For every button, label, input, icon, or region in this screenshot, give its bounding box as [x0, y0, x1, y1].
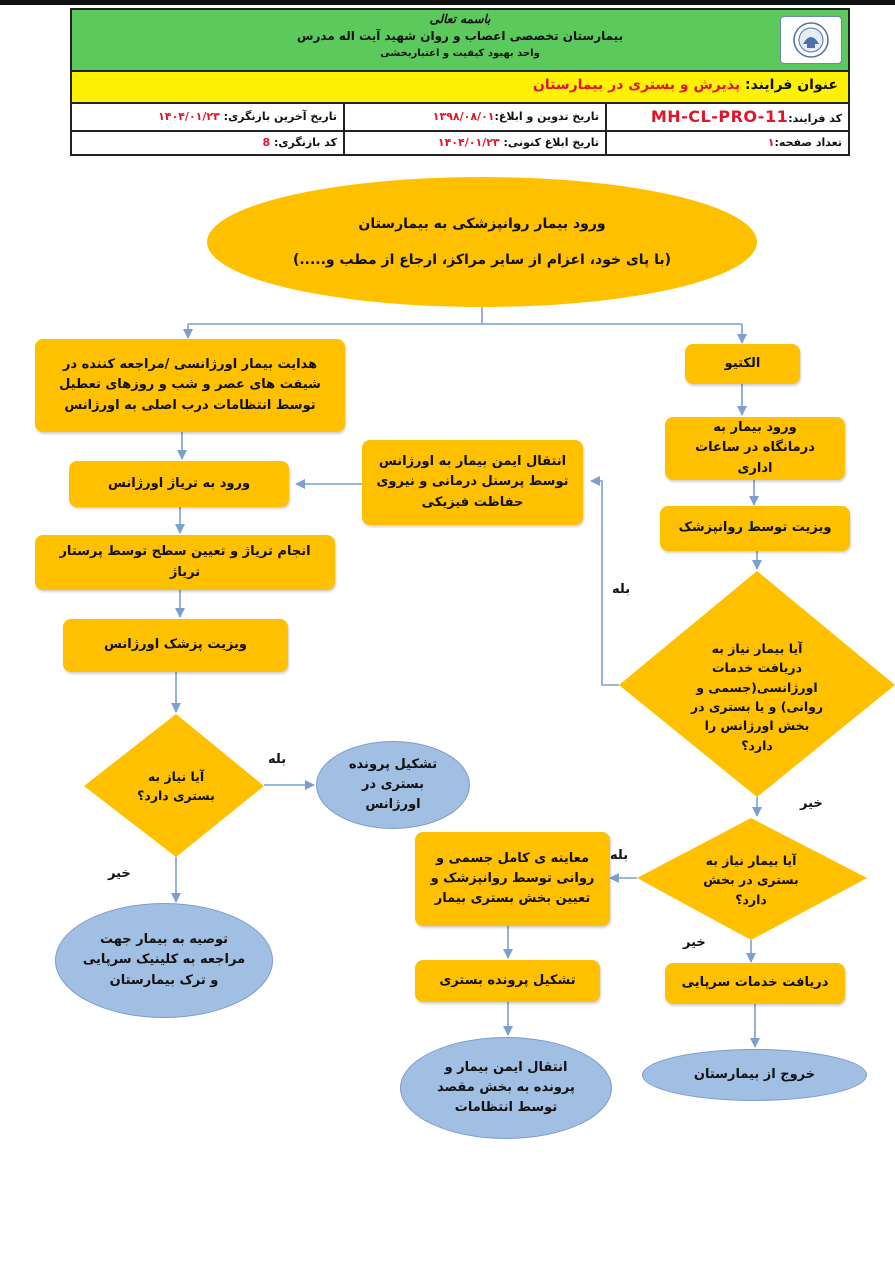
review-code-value: 8 — [262, 136, 271, 149]
page-count-value: ۱ — [767, 136, 775, 149]
page-count-label: تعداد صفحه: — [774, 136, 842, 149]
psych-visit-box: ویزیت توسط روانپزشک — [660, 506, 850, 551]
top-edge-bar — [0, 0, 895, 5]
ward-transfer-node: انتقال ایمن بیمار و پرونده به بخش مقصد ت… — [400, 1037, 612, 1139]
connector-start-split — [188, 306, 742, 325]
decision-admission-shape — [84, 714, 264, 857]
current-notice-cell: تاریخ ابلاغ کنونی: ۱۴۰۴/۰۱/۲۳ — [343, 130, 605, 156]
triage-entry-box: ورود به تریاژ اورژانس — [69, 461, 289, 507]
label-yes-ward: بله — [610, 848, 629, 863]
process-title-value: پذیرش و بستری در بیمارستان — [532, 77, 741, 93]
er-visit-box: ویزیت پزشک اورژانس — [63, 619, 288, 672]
decision-admission-text: آیا نیاز به بستری دارد؟ — [137, 768, 215, 803]
er-file-node: تشکیل پرونده بستری در اورژانس — [316, 741, 470, 829]
label-no-emergency: خیر — [800, 796, 823, 811]
bismillah-text: باسمه تعالی — [429, 12, 491, 26]
label-yes-emergency: بله — [612, 582, 631, 597]
hospital-name: بیمارستان تخصصی اعصاب و روان شهید آیت ال… — [296, 29, 624, 43]
clinic-referral-node: توصیه به بیمار جهت مراجعه به کلینیک سرپا… — [55, 903, 273, 1018]
document-header: باسمه تعالی بیمارستان تخصصی اعصاب و روان… — [70, 8, 850, 156]
process-code-label: کد فرایند: — [788, 112, 842, 125]
ward-file-box: تشکیل پرونده بستری — [415, 960, 600, 1002]
start-line-1: ورود بیمار روانپزشکی به بیمارستان — [358, 215, 606, 232]
review-code-cell: کد بازنگری: 8 — [72, 130, 343, 156]
last-review-label: تاریخ آخرین بازنگری: — [223, 110, 337, 123]
label-yes-admission: بله — [268, 752, 287, 767]
arrow-yes-to-safe-transfer — [590, 476, 619, 686]
header-info-row-1: کد فرایند:MH-CL-PRO-11 تاریخ تدوین و ابل… — [72, 104, 848, 132]
unit-name: واحد بهبود کیفیت و اعتباربخشی — [380, 48, 540, 59]
safe-transfer-er-box: انتقال ایمن بیمار به اورژانس توسط پرسنل … — [362, 440, 583, 525]
last-review-value: ۱۴۰۴/۰۱/۲۳ — [158, 110, 220, 123]
start-node: ورود بیمار روانپزشکی به بیمارستان (با پا… — [207, 177, 757, 307]
compile-date-label: تاریخ تدوین و ابلاغ: — [494, 110, 600, 123]
header-info-row-2: تعداد صفحه:۱ تاریخ ابلاغ کنونی: ۱۴۰۴/۰۱/… — [72, 130, 848, 156]
current-notice-value: ۱۴۰۴/۰۱/۲۳ — [437, 136, 500, 149]
exit-hospital-node: خروج از بیمارستان — [642, 1049, 867, 1101]
label-no-admission: خیر — [108, 866, 131, 881]
decision-ward-shape — [637, 818, 867, 940]
compile-date-cell: تاریخ تدوین و ابلاغ:۱۳۹۸/۰۸/۰۱ — [343, 104, 605, 130]
clinic-entry-box: ورود بیمار به درمانگاه در ساعات اداری — [665, 417, 845, 480]
full-exam-box: معاینه ی کامل جسمی و روانی توسط روانپزشک… — [415, 832, 610, 926]
process-title-label: عنوان فرایند: — [744, 77, 838, 93]
outpatient-services-box: دریافت خدمات سرپایی — [665, 963, 845, 1004]
decision-emergency-text: آیا بیمار نیاز به دریافت خدمات اورژانسی(… — [690, 640, 824, 753]
header-green-row: باسمه تعالی بیمارستان تخصصی اعصاب و روان… — [72, 10, 848, 72]
review-code-label: کد بازنگری: — [273, 136, 337, 149]
page-count-cell: تعداد صفحه:۱ — [605, 130, 848, 156]
triage-level-box: انجام تریاژ و تعیین سطح توسط پرستار تریا… — [35, 535, 335, 590]
compile-date-value: ۱۳۹۸/۰۸/۰۱ — [432, 110, 495, 123]
current-notice-label: تاریخ ابلاغ کنونی: — [503, 136, 599, 149]
process-code-cell: کد فرایند:MH-CL-PRO-11 — [605, 104, 848, 130]
start-line-2: (با پای خود، اعزام از سایر مراکز، ارجاع … — [292, 252, 672, 268]
header-title-row: عنوان فرایند: پذیرش و بستری در بیمارستان — [72, 72, 848, 104]
elective-box: الکتیو — [685, 344, 800, 384]
label-no-ward: خیر — [683, 935, 706, 950]
decision-ward-text: آیا بیمار نیاز به بستری در بخش دارد؟ — [703, 852, 799, 907]
process-title: عنوان فرایند: پذیرش و بستری در بیمارستان — [533, 77, 838, 93]
hospital-logo-icon — [780, 16, 842, 64]
emergency-guide-box: هدایت بیمار اورژانسی /مراجعه کننده در شی… — [35, 339, 345, 432]
process-code-value: MH-CL-PRO-11 — [650, 107, 789, 126]
decision-emergency-shape — [619, 571, 895, 797]
last-review-cell: تاریخ آخرین بازنگری: ۱۴۰۴/۰۱/۲۳ — [72, 104, 343, 130]
